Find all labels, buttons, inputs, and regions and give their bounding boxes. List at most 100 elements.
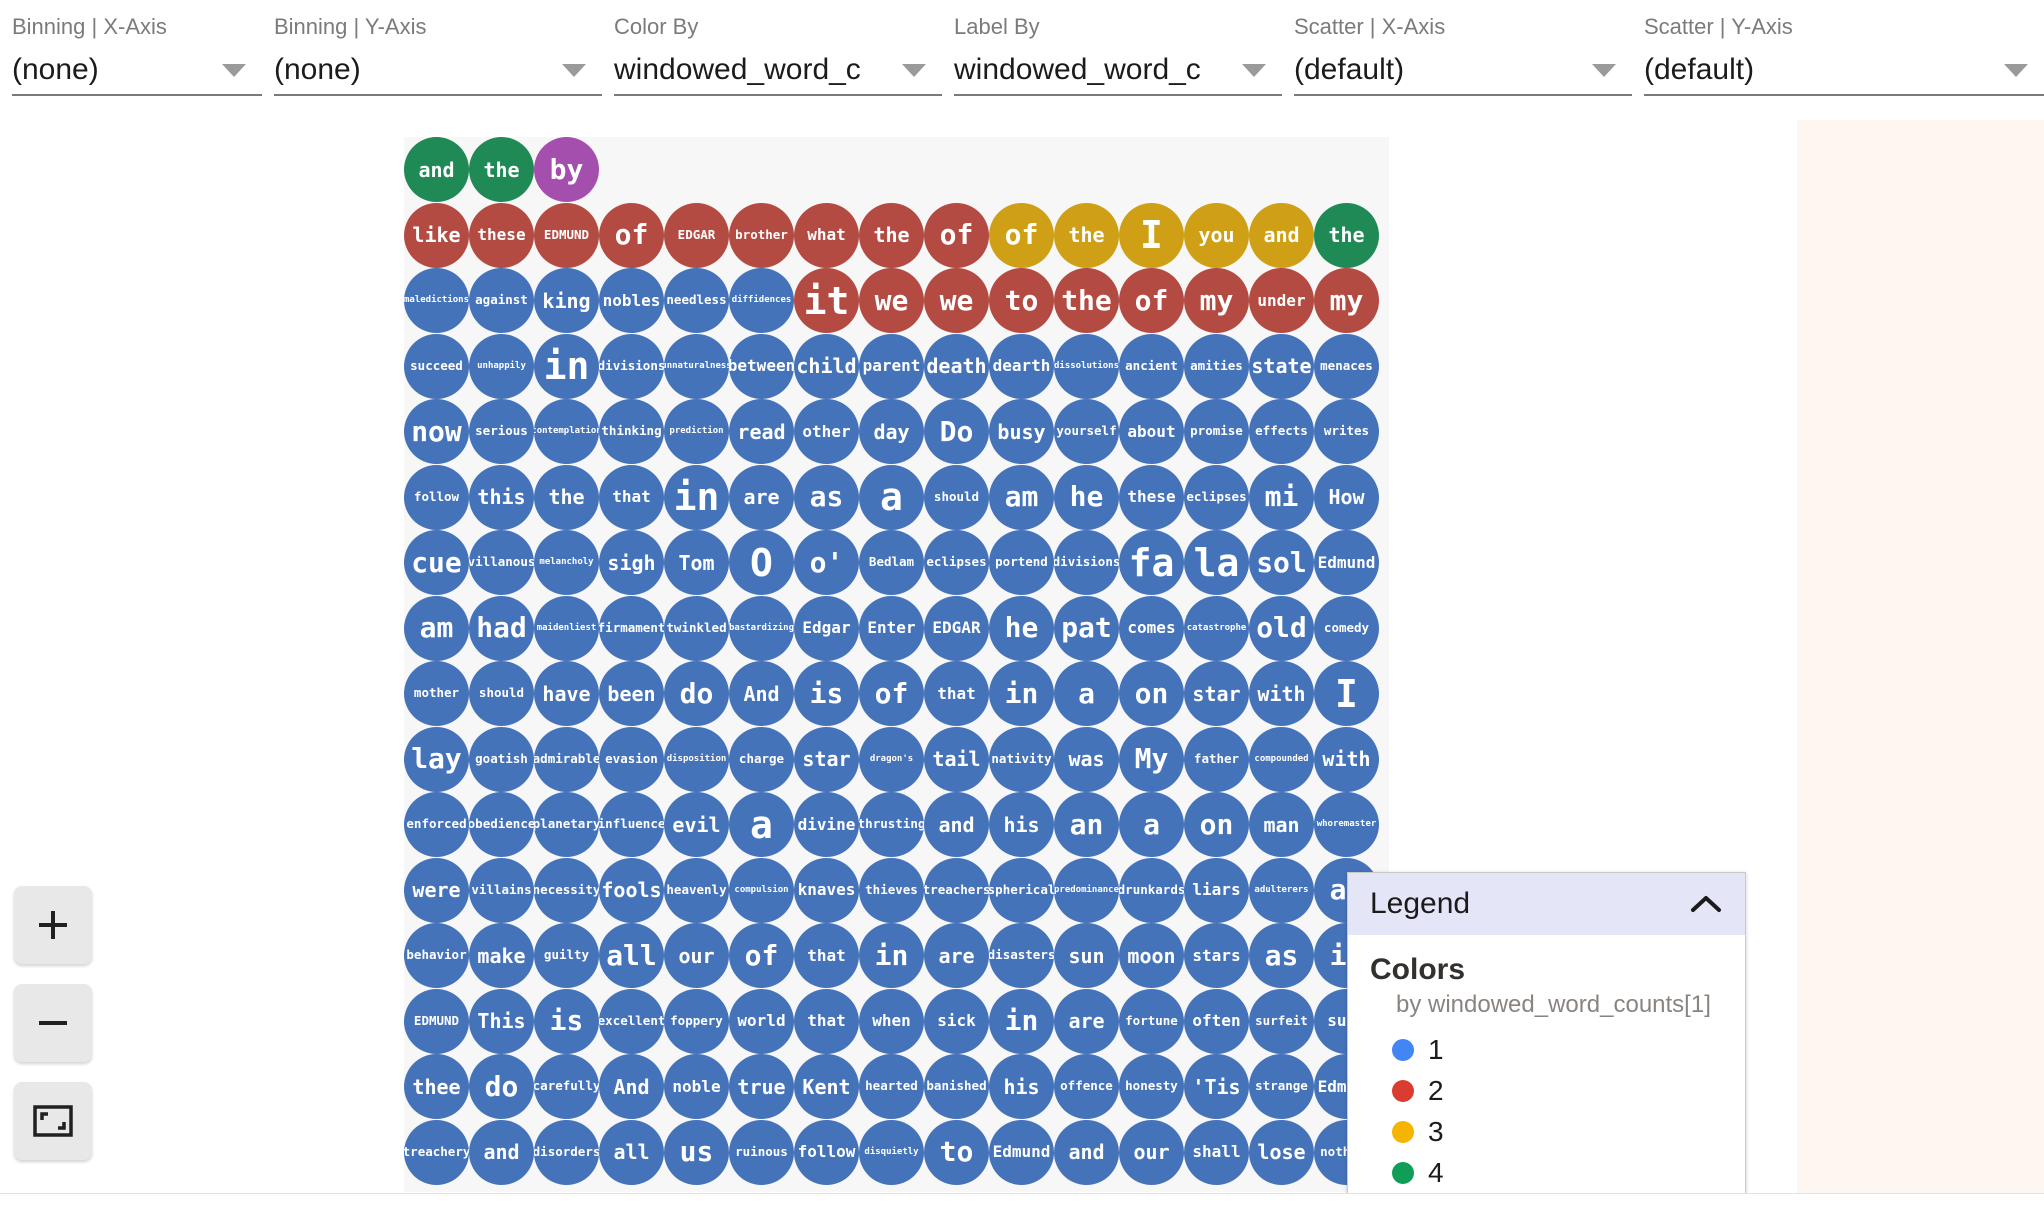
legend-panel[interactable]: Legend Colors by windowed_word_counts[1]…: [1347, 872, 1746, 1193]
bubble-node[interactable]: our: [664, 923, 729, 988]
bubble-node[interactable]: as: [1249, 923, 1314, 988]
bubble-node[interactable]: hearted: [859, 1054, 924, 1119]
bubble-node[interactable]: should: [924, 464, 989, 530]
bubble-node[interactable]: divine: [794, 792, 859, 857]
bubble-node[interactable]: in: [664, 464, 729, 530]
bubble-node[interactable]: to: [924, 1119, 989, 1185]
bubble-node[interactable]: eclipses: [924, 530, 989, 595]
bubble-node[interactable]: against: [469, 268, 534, 333]
bubble-node[interactable]: villains: [469, 857, 534, 923]
bubble-node[interactable]: portend: [989, 530, 1054, 595]
bubble-node[interactable]: offence: [1054, 1054, 1119, 1119]
bubble-node[interactable]: maidenliest: [534, 595, 599, 661]
bubble-node[interactable]: was: [1054, 726, 1119, 792]
bubble-node[interactable]: to: [989, 268, 1054, 333]
legend-item[interactable]: 1: [1392, 1035, 1723, 1065]
bubble-node[interactable]: unnaturalness: [664, 333, 729, 399]
bubble-node[interactable]: by: [534, 137, 599, 202]
bubble-node[interactable]: on: [1119, 661, 1184, 726]
bubble-node[interactable]: lay: [404, 726, 469, 792]
bubble-node[interactable]: we: [924, 268, 989, 333]
bubble-node[interactable]: am: [989, 464, 1054, 530]
bubble-node[interactable]: that: [599, 464, 664, 530]
bubble-node[interactable]: amities: [1184, 333, 1249, 399]
bubble-node[interactable]: busy: [989, 399, 1054, 464]
bubble-node[interactable]: are: [1054, 988, 1119, 1054]
bubble-node[interactable]: stars: [1184, 923, 1249, 988]
select-field-binning-y-axis[interactable]: Binning | Y-Axis(none): [262, 14, 602, 104]
bubble-node[interactable]: And: [599, 1054, 664, 1119]
bubble-node[interactable]: make: [469, 923, 534, 988]
bubble-node[interactable]: I: [1119, 202, 1184, 268]
bubble-node[interactable]: you: [1184, 202, 1249, 268]
bubble-node[interactable]: my: [1314, 268, 1379, 333]
bubble-node[interactable]: a: [1119, 792, 1184, 857]
bubble-node[interactable]: needless: [664, 268, 729, 333]
bubble-node[interactable]: divisions: [1054, 530, 1119, 595]
bubble-node[interactable]: disorders: [534, 1119, 599, 1185]
bubble-node[interactable]: contemplation: [534, 399, 599, 464]
bubble-node[interactable]: disposition: [664, 726, 729, 792]
bubble-node[interactable]: liars: [1184, 857, 1249, 923]
bubble-node[interactable]: fools: [599, 857, 664, 923]
bubble-node[interactable]: catastrophe: [1184, 595, 1249, 661]
select-control-binning-y-axis[interactable]: (none): [274, 46, 602, 96]
bubble-node[interactable]: goatish: [469, 726, 534, 792]
bubble-node[interactable]: under: [1249, 268, 1314, 333]
bubble-node[interactable]: 'Tis: [1184, 1054, 1249, 1119]
bubble-node[interactable]: thrusting: [859, 792, 924, 857]
legend-header[interactable]: Legend: [1348, 873, 1745, 935]
bubble-node[interactable]: sun: [1054, 923, 1119, 988]
bubble-node[interactable]: fortune: [1119, 988, 1184, 1054]
bubble-node[interactable]: his: [989, 1054, 1054, 1119]
bubble-node[interactable]: he: [1054, 464, 1119, 530]
bubble-node[interactable]: whoremaster: [1314, 792, 1379, 857]
bubble-node[interactable]: that: [794, 988, 859, 1054]
bubble-node[interactable]: eclipses: [1184, 464, 1249, 530]
bubble-node[interactable]: should: [469, 661, 534, 726]
bubble-node[interactable]: our: [1119, 1119, 1184, 1185]
bubble-node[interactable]: like: [404, 202, 469, 268]
bubble-node[interactable]: parent: [859, 333, 924, 399]
bubble-node[interactable]: are: [729, 464, 794, 530]
bubble-node[interactable]: of: [989, 202, 1054, 268]
bubble-node[interactable]: as: [794, 464, 859, 530]
bubble-node[interactable]: this: [469, 464, 534, 530]
bubble-node[interactable]: cue: [404, 530, 469, 595]
bubble-node[interactable]: mi: [1249, 464, 1314, 530]
bubble-node[interactable]: Edgar: [794, 595, 859, 661]
bubble-node[interactable]: a: [729, 792, 794, 857]
bubble-node[interactable]: the: [1054, 268, 1119, 333]
bubble-node[interactable]: death: [924, 333, 989, 399]
bubble-node[interactable]: behavior: [404, 923, 469, 988]
bubble-node[interactable]: is: [534, 988, 599, 1054]
select-field-scatter-x-axis[interactable]: Scatter | X-Axis(default): [1282, 14, 1632, 104]
bubble-node[interactable]: twinkled: [664, 595, 729, 661]
bubble-node[interactable]: EDGAR: [924, 595, 989, 661]
bubble-node[interactable]: strange: [1249, 1054, 1314, 1119]
bubble-node[interactable]: Edmund: [989, 1119, 1054, 1185]
bubble-node[interactable]: adulterers: [1249, 857, 1314, 923]
bubble-node[interactable]: the: [1314, 202, 1379, 268]
bubble-node[interactable]: brother: [729, 202, 794, 268]
bubble-node[interactable]: guilty: [534, 923, 599, 988]
bubble-node[interactable]: us: [664, 1119, 729, 1185]
bubble-node[interactable]: How: [1314, 464, 1379, 530]
bubble-node[interactable]: compulsion: [729, 857, 794, 923]
bubble-node[interactable]: drunkards: [1119, 857, 1184, 923]
bubble-node[interactable]: necessity: [534, 857, 599, 923]
bubble-node[interactable]: follow: [794, 1119, 859, 1185]
bubble-node[interactable]: that: [794, 923, 859, 988]
bubble-node[interactable]: all: [599, 1119, 664, 1185]
bubble-node[interactable]: and: [469, 1119, 534, 1185]
bubble-node[interactable]: compounded: [1249, 726, 1314, 792]
bubble-node[interactable]: Kent: [794, 1054, 859, 1119]
bubble-node[interactable]: thee: [404, 1054, 469, 1119]
bubble-node[interactable]: comedy: [1314, 595, 1379, 661]
bubble-node[interactable]: treachery: [404, 1119, 469, 1185]
bubble-node[interactable]: am: [404, 595, 469, 661]
bubble-node[interactable]: ruinous: [729, 1119, 794, 1185]
bubble-node[interactable]: been: [599, 661, 664, 726]
